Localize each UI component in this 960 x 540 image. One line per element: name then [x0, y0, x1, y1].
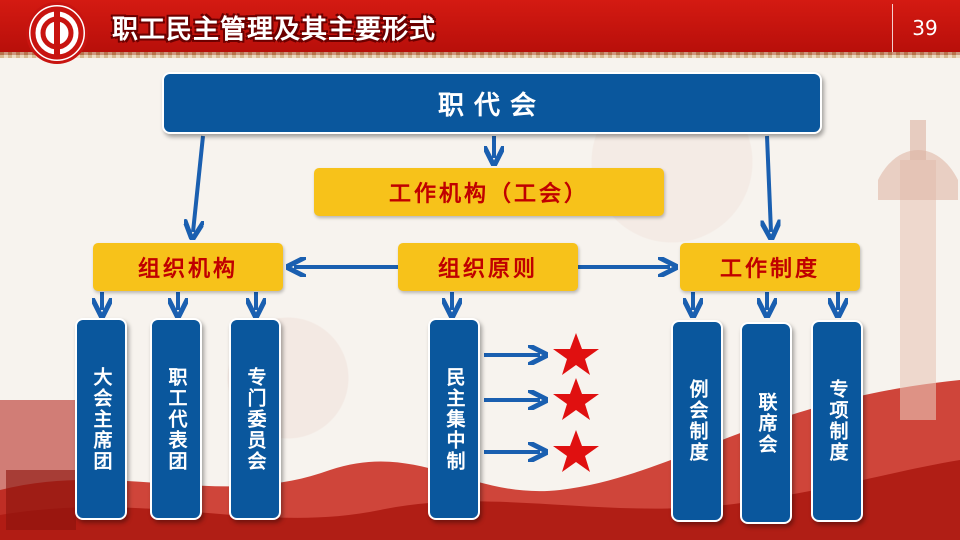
- page-title: 职工民主管理及其主要形式: [112, 15, 437, 45]
- star-icon: [553, 378, 599, 420]
- node-work-organization: 工作机构（工会）: [314, 168, 664, 216]
- union-logo-icon: [26, 2, 88, 64]
- header-divider: [892, 4, 893, 52]
- arrow-top-to-org: [193, 135, 205, 232]
- node-workers-congress: 职代会: [162, 72, 822, 134]
- star-icon: [553, 333, 599, 375]
- page-number: 39: [912, 16, 938, 40]
- node-democratic-centralism: 民主集中制: [428, 318, 480, 520]
- node-organization-principle: 组织原则: [398, 243, 578, 291]
- pillar-decoration: [878, 120, 958, 420]
- header-stripe: [0, 52, 960, 58]
- node-work-system: 工作制度: [680, 243, 860, 291]
- node-organization-structure: 组织机构: [93, 243, 283, 291]
- node-special-committee: 专门委员会: [229, 318, 281, 520]
- header-bar: [0, 0, 960, 55]
- arrow-top-to-system: [767, 135, 771, 232]
- node-delegation: 职工代表团: [150, 318, 202, 520]
- star-icon: [553, 430, 599, 472]
- node-presidium: 大会主席团: [75, 318, 127, 520]
- node-joint-meeting: 联席会: [740, 322, 792, 524]
- node-regular-meeting-system: 例会制度: [671, 320, 723, 522]
- node-special-system: 专项制度: [811, 320, 863, 522]
